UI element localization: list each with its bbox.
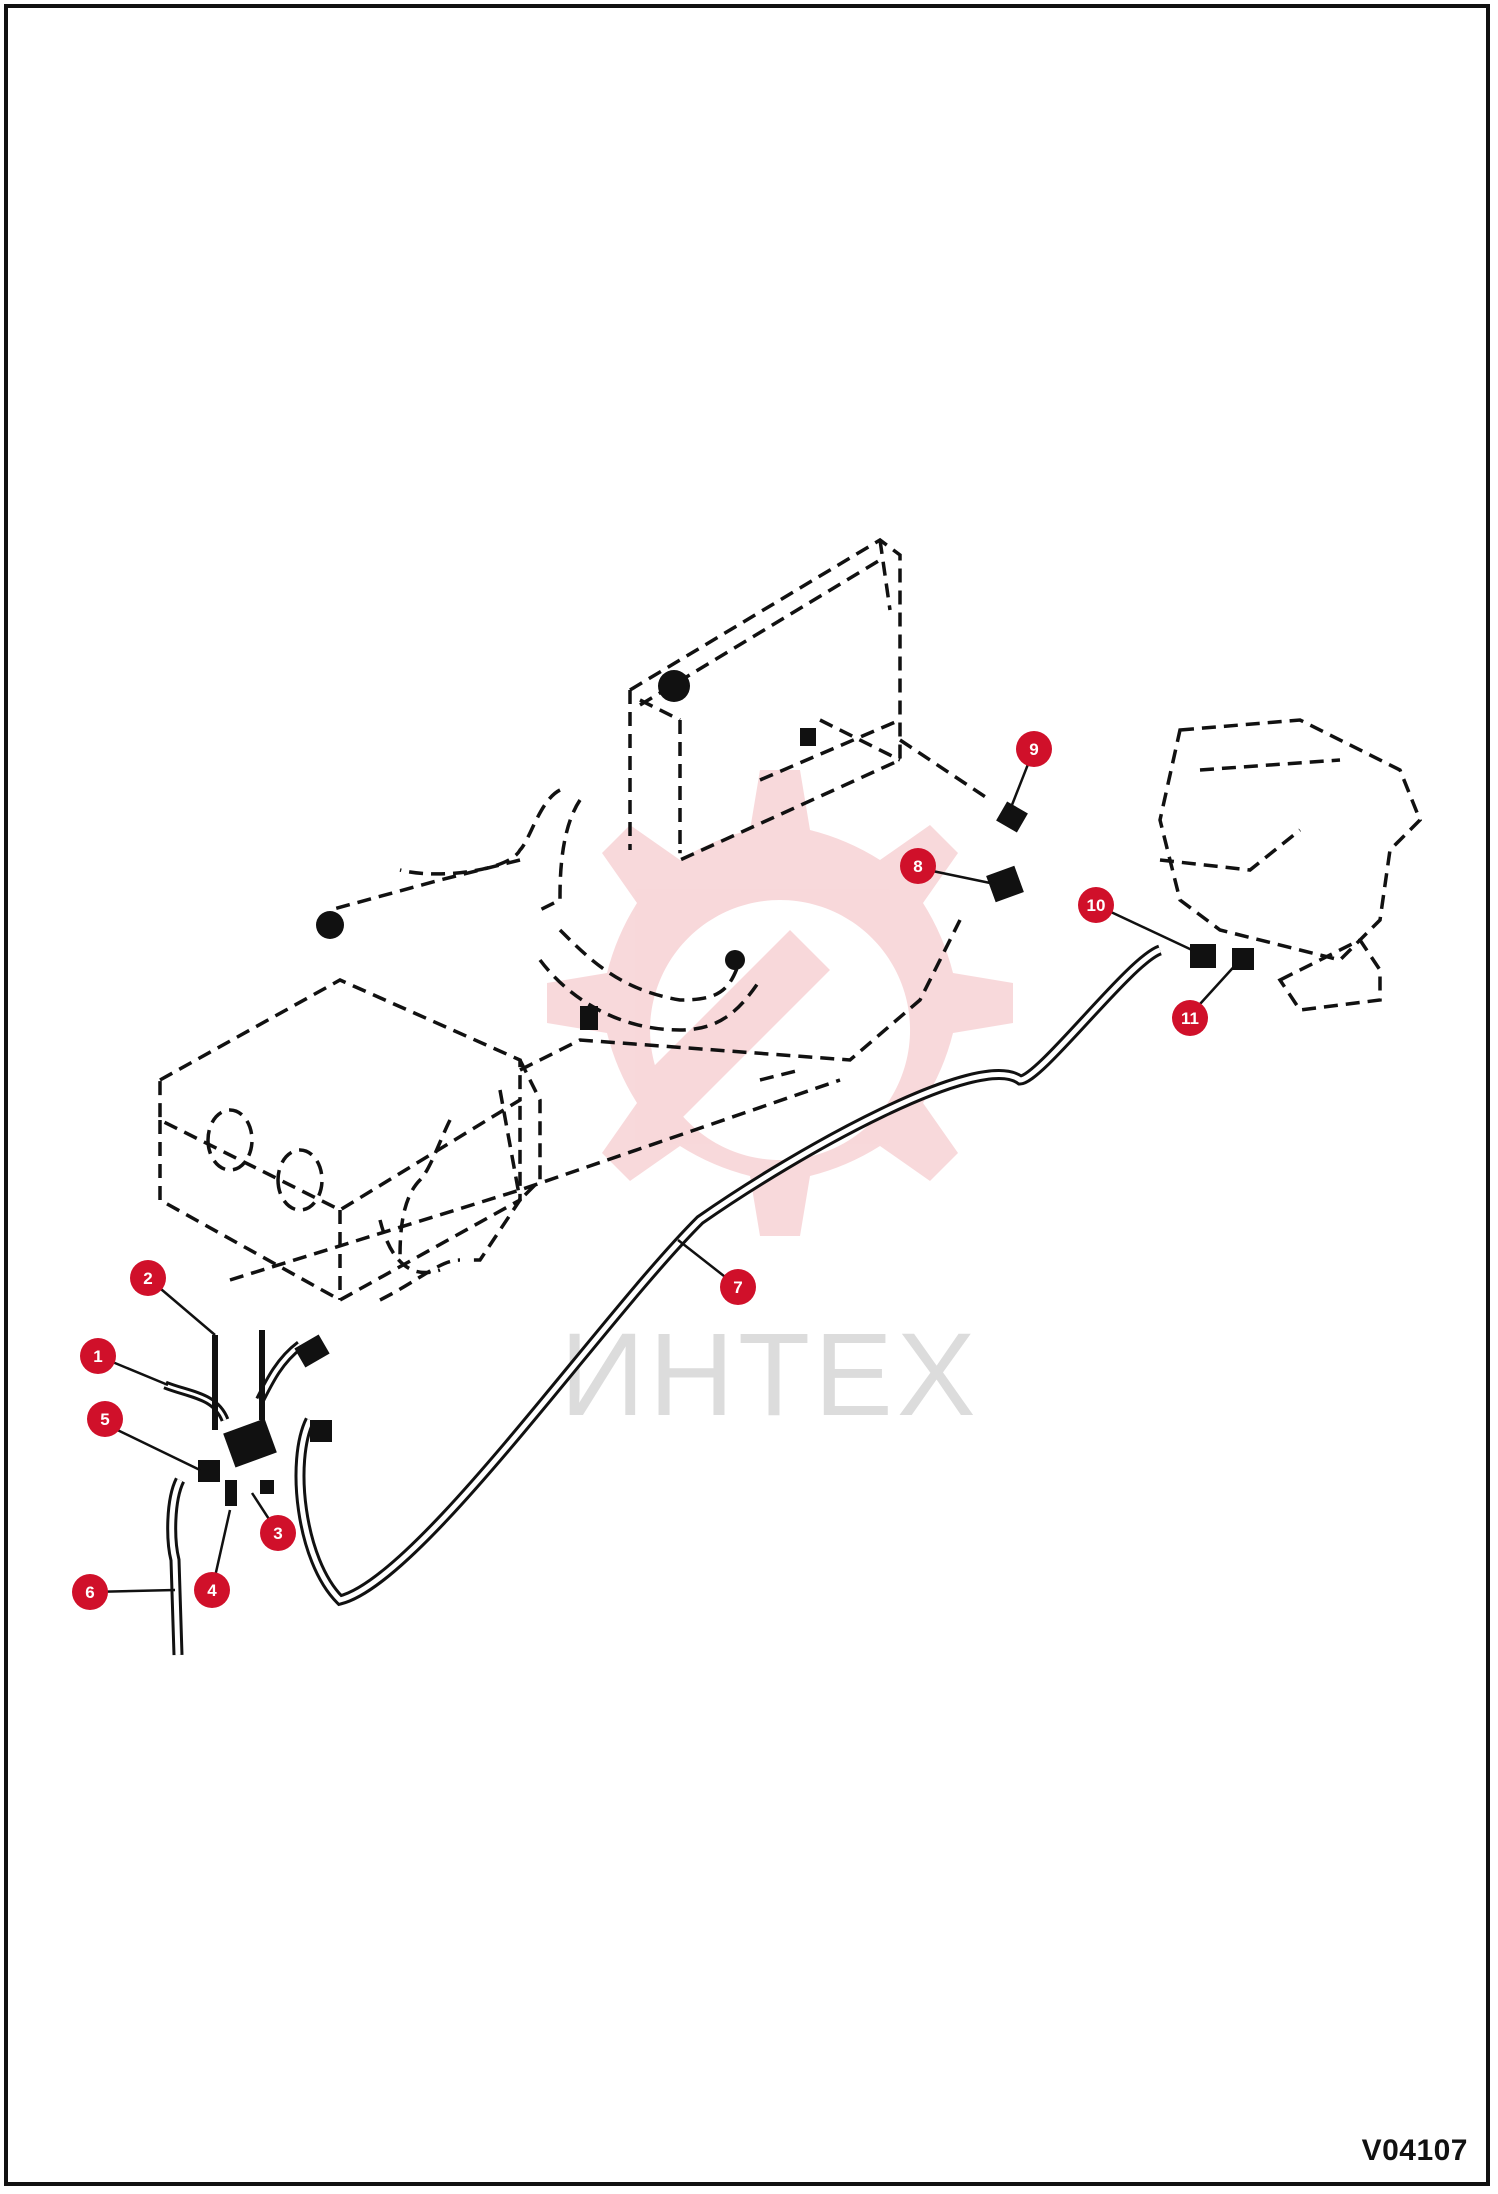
callout-3: 3 xyxy=(260,1515,296,1551)
fittings xyxy=(198,670,1254,1506)
drawing-code: V04107 xyxy=(1361,2134,1468,2167)
callout-6: 6 xyxy=(72,1574,108,1610)
svg-text:4: 4 xyxy=(207,1581,217,1600)
drawing-frame xyxy=(4,4,1490,2186)
svg-text:5: 5 xyxy=(100,1410,109,1429)
svg-text:6: 6 xyxy=(85,1583,94,1602)
watermark-gear-icon xyxy=(547,770,1013,1236)
svg-text:9: 9 xyxy=(1029,740,1038,759)
callout-9: 9 xyxy=(1016,731,1052,767)
svg-text:1: 1 xyxy=(93,1347,102,1366)
svg-text:10: 10 xyxy=(1087,896,1106,915)
hose-assembly xyxy=(163,944,1163,1656)
callout-2: 2 xyxy=(130,1260,166,1296)
svg-text:7: 7 xyxy=(733,1278,742,1297)
watermark-text: ИНТЕХ xyxy=(560,1309,980,1441)
callout-1: 1 xyxy=(80,1338,116,1374)
svg-text:2: 2 xyxy=(143,1269,152,1288)
svg-text:3: 3 xyxy=(273,1524,282,1543)
svg-text:11: 11 xyxy=(1181,1009,1199,1028)
svg-text:8: 8 xyxy=(913,857,922,876)
callout-7: 7 xyxy=(720,1269,756,1305)
callout-10: 10 xyxy=(1078,887,1114,923)
callout-11: 11 xyxy=(1172,1000,1208,1036)
callout-5: 5 xyxy=(87,1401,123,1437)
callout-4: 4 xyxy=(194,1572,230,1608)
callout-8: 8 xyxy=(900,848,936,884)
